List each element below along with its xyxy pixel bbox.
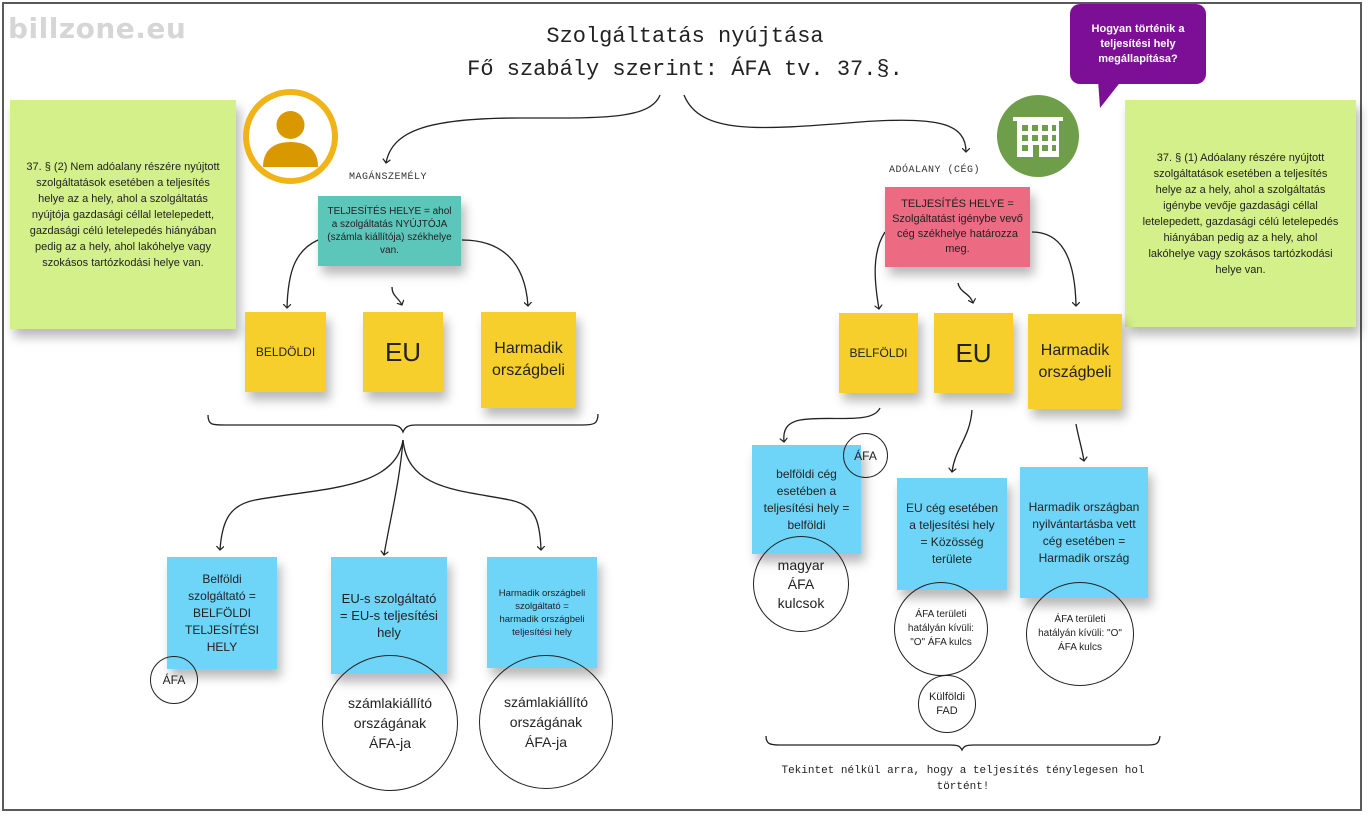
question-bubble: Hogyan történik a teljesítési hely megál…	[1070, 4, 1206, 84]
left-circle-eu-afa: számlakiállító országának ÁFA-ja	[322, 655, 458, 791]
arrow-title-left	[386, 94, 661, 163]
right-result-harmadik: Harmadik országban nyilvántartásba vett …	[1020, 467, 1148, 598]
right-circle-magyar-afa: magyar ÁFA kulcsok	[753, 536, 849, 632]
arrow-belfoldi-result	[784, 407, 881, 442]
right-rule-note: 37. § (1) Adóalany részére nyújtott szol…	[1125, 100, 1356, 327]
right-label-adoalany: ADÓALANY (CÉG)	[889, 165, 981, 176]
left-category-eu: EU	[363, 312, 443, 392]
arrow-title-right	[683, 94, 966, 152]
left-result-eu: EU-s szolgáltató = EU-s teljesítési hely	[331, 557, 447, 674]
right-result-belfoldi: belföldi cég esetében a teljesítési hely…	[752, 445, 861, 554]
left-circle-afa: ÁFA	[150, 656, 198, 704]
arrow-eu-result	[952, 409, 973, 472]
right-caption: Tekintet nélkül arra, hogy a teljesítés …	[781, 765, 1145, 793]
arrow-brace-harmadik	[402, 439, 541, 550]
title-line-2: Fő szabály szerint: ÁFA tv. 37.§.	[467, 57, 903, 82]
arrow-left-beldoldi	[287, 239, 319, 308]
left-circle-harmadik-afa: számlakiállító országának ÁFA-ja	[479, 655, 613, 789]
arrow-harmadik-result	[1075, 423, 1084, 461]
right-place-note: TELJESÍTÉS HELYE = Szolgáltatást igénybe…	[885, 187, 1030, 267]
arrow-right-belfoldi	[875, 231, 886, 309]
brace-right	[765, 735, 1161, 752]
arrow-right-eu	[957, 282, 973, 303]
title-line-1: Szolgáltatás nyújtása	[546, 24, 824, 49]
left-place-note: TELJESÍTÉS HELYE = ahol a szolgáltatás N…	[318, 196, 461, 266]
right-category-harmadik: Harmadik országbeli	[1028, 314, 1122, 409]
left-label-maganszemely: MAGÁNSZEMÉLY	[349, 172, 428, 183]
arrow-brace-eu	[384, 439, 404, 555]
arrow-left-eu	[391, 286, 402, 305]
arrow-right-harmadik	[1031, 231, 1076, 306]
billzone-logo: billzone.eu	[8, 12, 187, 45]
building-icon	[997, 95, 1079, 177]
bubble-tail	[1098, 80, 1122, 108]
page-title: Szolgáltatás nyújtása Fő szabály szerint…	[420, 20, 950, 86]
right-category-eu: EU	[934, 313, 1013, 393]
right-category-belfoldi: BELFÖLDI	[839, 313, 918, 393]
left-rule-note: 37. § (2) Nem adóalany részére nyújtott …	[10, 100, 236, 329]
right-result-eu: EU cég esetében a teljesítési hely = Köz…	[897, 478, 1007, 590]
left-category-harmadik: Harmadik országbeli	[481, 312, 576, 408]
right-circle-harmadik-zero-rate: ÁFA területi hatályán kívüli: "O" ÁFA ku…	[1026, 582, 1134, 686]
right-circle-eu-zero-rate: ÁFA területi hatályán kívüli: "O" ÁFA ku…	[894, 582, 988, 676]
left-result-harmadik: Harmadik országbeli szolgáltató = harmad…	[487, 557, 597, 668]
left-result-belfoldi: Belföldi szolgáltató = BELFÖLDI TELJESÍT…	[167, 557, 277, 669]
brace-left	[207, 413, 599, 434]
arrow-left-harmadik	[461, 239, 528, 306]
right-circle-kulfoldi-fad: Külföldi FAD	[918, 675, 976, 733]
person-icon	[243, 89, 338, 184]
arrow-brace-belfoldi	[220, 439, 404, 550]
left-category-beldoldi: BELDÖLDI	[245, 312, 326, 392]
right-circle-afa: ÁFA	[843, 433, 888, 478]
